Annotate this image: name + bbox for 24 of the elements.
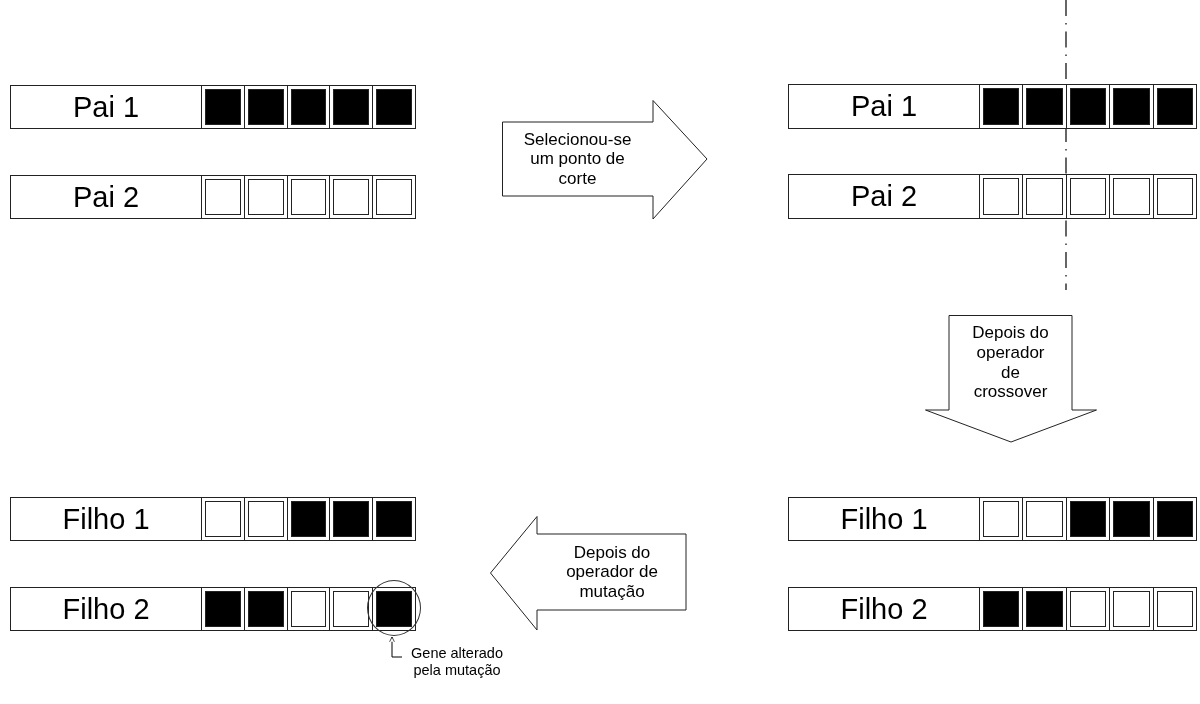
chromosome-label: Pai 1 xyxy=(850,90,918,123)
chromosome-label: Filho 1 xyxy=(62,502,150,536)
chromosome-bar xyxy=(10,497,416,541)
annotation-text: Gene alterado pela mutação xyxy=(402,645,512,679)
block-arrow xyxy=(502,100,708,220)
leader-line xyxy=(389,636,403,658)
arrow-text: Depois do operador de crossover xyxy=(971,323,1050,402)
arrow-text: Depois do operador de mutação xyxy=(565,542,659,602)
chromosome-bar xyxy=(788,497,1197,541)
chromosome-label: Filho 2 xyxy=(62,592,150,626)
chromosome-bar xyxy=(788,587,1197,631)
chromosome-bar xyxy=(10,587,416,631)
chromosome-label: Filho 2 xyxy=(840,592,928,626)
chromosome-bar xyxy=(788,84,1197,129)
chromosome-bar xyxy=(788,174,1197,219)
chromosome-bar xyxy=(10,85,416,129)
chromosome-label: Pai 2 xyxy=(850,180,918,213)
chromosome-label: Filho 1 xyxy=(840,502,928,536)
block-arrow xyxy=(925,315,1097,443)
block-arrow xyxy=(490,516,687,631)
arrow-text: Selecionou-se um ponto de corte xyxy=(522,129,633,189)
chromosome-bar xyxy=(10,175,416,219)
chromosome-label: Pai 1 xyxy=(72,90,140,124)
chromosome-label: Pai 2 xyxy=(72,180,140,214)
